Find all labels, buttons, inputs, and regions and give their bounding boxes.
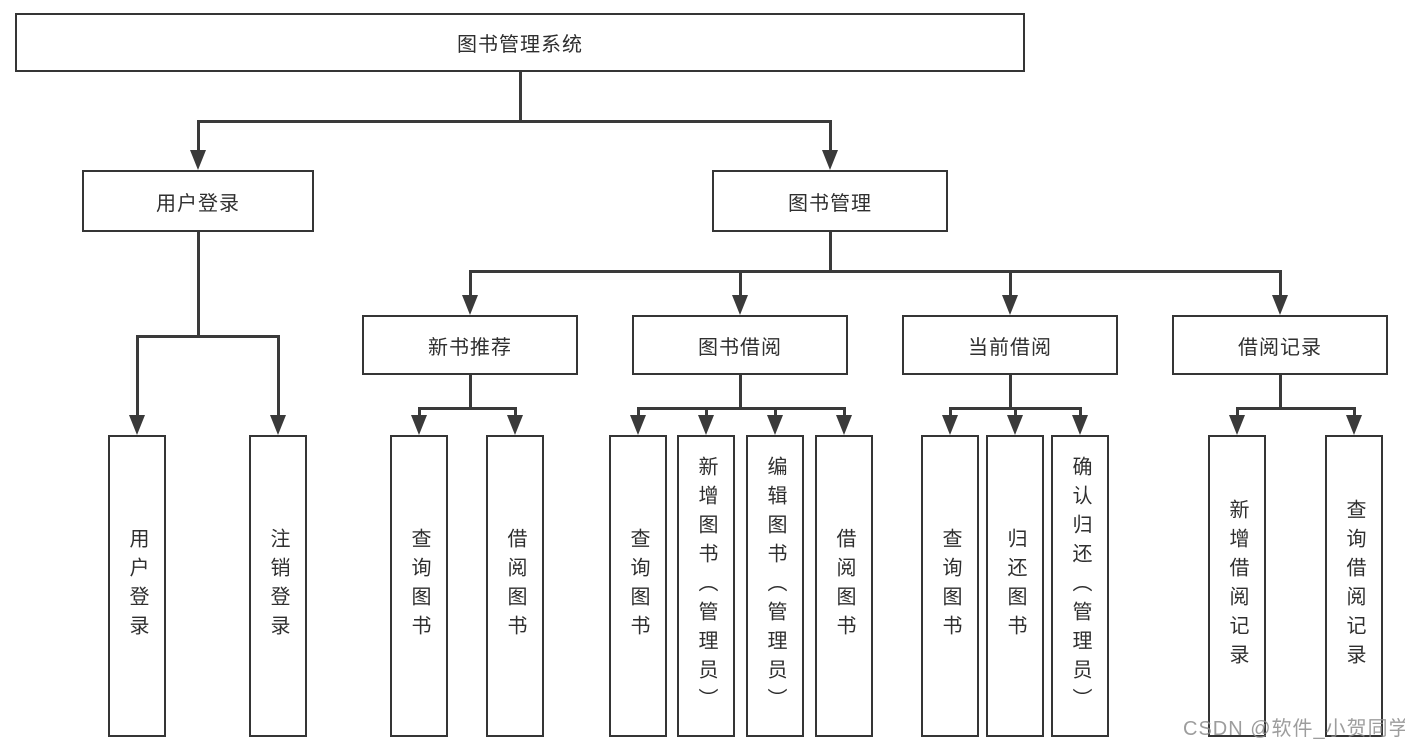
connector-drop <box>136 335 139 419</box>
node-user-login: 用户登录 <box>82 170 314 232</box>
node-book-borrow: 图书借阅 <box>632 315 848 375</box>
node-book-management: 图书管理 <box>712 170 948 232</box>
arrowhead-icon <box>1072 415 1088 435</box>
node-library-system: 图书管理系统 <box>15 13 1025 72</box>
connector-drop <box>1236 407 1239 419</box>
arrowhead-icon <box>270 415 286 435</box>
leaf-borrow-books-borrow: 借阅图书 <box>815 435 873 737</box>
connector-stem <box>197 232 200 338</box>
arrowhead-icon <box>129 415 145 435</box>
arrowhead-icon <box>462 295 478 315</box>
arrowhead-icon <box>822 150 838 170</box>
node-label: 借阅图书 <box>833 528 855 644</box>
node-label: 图书管理系统 <box>457 34 583 56</box>
connector-drop <box>418 407 421 419</box>
node-label: 新增借阅记录 <box>1226 499 1248 673</box>
connector-drop <box>637 407 640 419</box>
arrowhead-icon <box>411 415 427 435</box>
connector-stem <box>469 375 472 410</box>
connector-drop <box>514 407 517 419</box>
node-label: 图书借阅 <box>698 336 782 359</box>
arrowhead-icon <box>1229 415 1245 435</box>
connector-drop <box>774 407 777 419</box>
node-current-borrow: 当前借阅 <box>902 315 1118 375</box>
leaf-query-books-recommend: 查询图书 <box>390 435 448 737</box>
connector-drop <box>829 120 832 154</box>
arrowhead-icon <box>767 415 783 435</box>
connector-drop <box>739 270 742 299</box>
leaf-add-books-admin: 新增图书（管理员） <box>677 435 735 737</box>
arrowhead-icon <box>1346 415 1362 435</box>
connector-bar <box>1236 407 1356 410</box>
leaf-query-books-borrow: 查询图书 <box>609 435 667 737</box>
node-label: 图书管理 <box>788 192 872 215</box>
node-label: 借阅记录 <box>1238 336 1322 359</box>
node-label: 归还图书 <box>1004 528 1026 644</box>
connector-drop <box>197 120 200 154</box>
node-label: 用户登录 <box>156 192 240 215</box>
arrowhead-icon <box>507 415 523 435</box>
leaf-query-borrow-record: 查询借阅记录 <box>1325 435 1383 737</box>
connector-bar <box>637 407 846 410</box>
leaf-new-borrow-record: 新增借阅记录 <box>1208 435 1266 737</box>
leaf-return-books: 归还图书 <box>986 435 1044 737</box>
node-label: 新书推荐 <box>428 336 512 359</box>
connector-drop <box>277 335 280 419</box>
connector-bar <box>418 407 517 410</box>
arrowhead-icon <box>836 415 852 435</box>
leaf-query-books-current: 查询图书 <box>921 435 979 737</box>
node-new-book-recommend: 新书推荐 <box>362 315 578 375</box>
connector-drop <box>1279 270 1282 299</box>
node-label: 查询借阅记录 <box>1343 499 1365 673</box>
arrowhead-icon <box>1007 415 1023 435</box>
leaf-borrow-books-recommend: 借阅图书 <box>486 435 544 737</box>
connector-stem <box>1009 375 1012 410</box>
node-label: 用户登录 <box>126 528 148 644</box>
arrowhead-icon <box>698 415 714 435</box>
connector-drop <box>843 407 846 419</box>
leaf-logout-login: 注销登录 <box>249 435 307 737</box>
node-label: 借阅图书 <box>504 528 526 644</box>
connector-drop <box>469 270 472 299</box>
arrowhead-icon <box>732 295 748 315</box>
arrowhead-icon <box>630 415 646 435</box>
leaf-confirm-return-admin: 确认归还（管理员） <box>1051 435 1109 737</box>
connector-drop <box>1009 270 1012 299</box>
node-label: 查询图书 <box>627 528 649 644</box>
node-label: 确认归还（管理员） <box>1069 455 1091 717</box>
connector-drop <box>949 407 952 419</box>
node-label: 新增图书（管理员） <box>695 455 717 717</box>
arrowhead-icon <box>190 150 206 170</box>
node-label: 当前借阅 <box>968 336 1052 359</box>
node-borrow-records: 借阅记录 <box>1172 315 1388 375</box>
leaf-edit-books-admin: 编辑图书（管理员） <box>746 435 804 737</box>
connector-bar <box>469 270 1282 273</box>
connector-drop <box>1353 407 1356 419</box>
connector-drop <box>1014 407 1017 419</box>
arrowhead-icon <box>1002 295 1018 315</box>
connector-drop <box>705 407 708 419</box>
node-label: 查询图书 <box>939 528 961 644</box>
connector-stem <box>739 375 742 410</box>
node-label: 注销登录 <box>267 528 289 644</box>
connector-bar <box>197 120 832 123</box>
connector-bar <box>136 335 280 338</box>
node-label: 编辑图书（管理员） <box>764 455 786 717</box>
connector-stem <box>519 72 522 123</box>
connector-stem <box>1279 375 1282 410</box>
arrowhead-icon <box>942 415 958 435</box>
connector-drop <box>1079 407 1082 419</box>
node-label: 查询图书 <box>408 528 430 644</box>
watermark: CSDN @软件_小贺同学 <box>1183 718 1405 740</box>
arrowhead-icon <box>1272 295 1288 315</box>
leaf-user-login: 用户登录 <box>108 435 166 737</box>
connector-stem <box>829 232 832 273</box>
